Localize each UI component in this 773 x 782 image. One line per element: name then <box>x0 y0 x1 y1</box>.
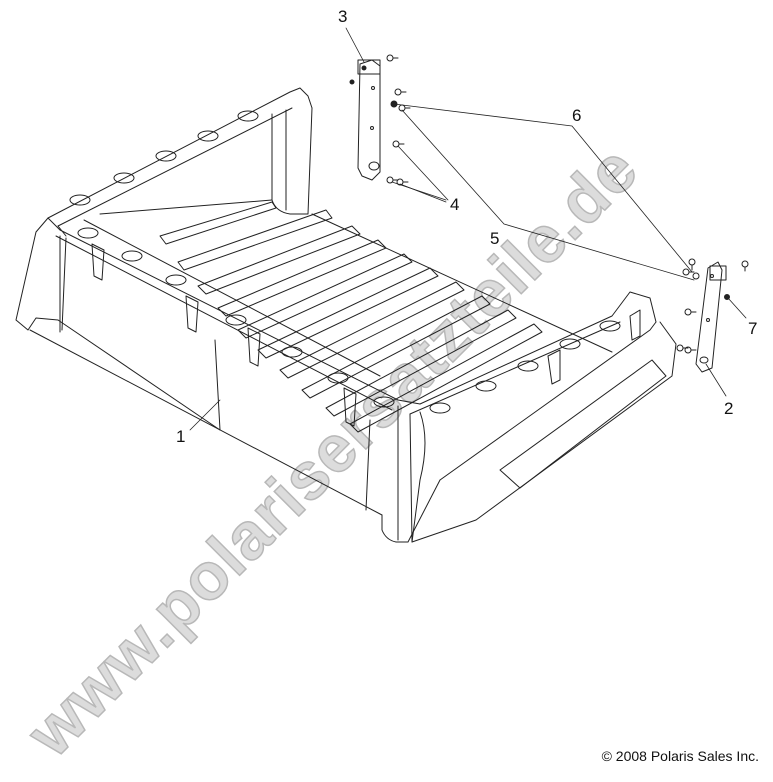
bolt <box>741 260 749 272</box>
cargo-box <box>15 87 677 543</box>
bracket-right <box>695 261 730 373</box>
bolt <box>684 346 697 354</box>
tie-down-hooks <box>91 243 641 427</box>
bolt <box>386 54 399 62</box>
callout-6: 6 <box>572 106 582 125</box>
fasteners <box>386 54 749 354</box>
leader-lines <box>189 27 747 431</box>
copyright-symbol: © <box>601 748 612 764</box>
callout-4: 4 <box>450 195 460 214</box>
bolt <box>688 258 696 271</box>
callout-2: 2 <box>724 399 734 418</box>
callout-3: 3 <box>338 7 348 26</box>
bolt <box>684 308 697 316</box>
copyright-notice: © 2008 Polaris Sales Inc. <box>602 748 759 764</box>
bolt <box>392 140 405 148</box>
stake-pockets <box>69 110 621 414</box>
callout-7: 7 <box>748 319 758 338</box>
callout-5: 5 <box>490 229 500 248</box>
nut <box>692 272 700 280</box>
bolt <box>394 88 407 96</box>
bracket-left <box>349 59 381 181</box>
callout-1: 1 <box>176 427 186 446</box>
floor-ribs <box>159 201 543 433</box>
copyright-text: 2008 Polaris Sales Inc. <box>615 748 759 764</box>
